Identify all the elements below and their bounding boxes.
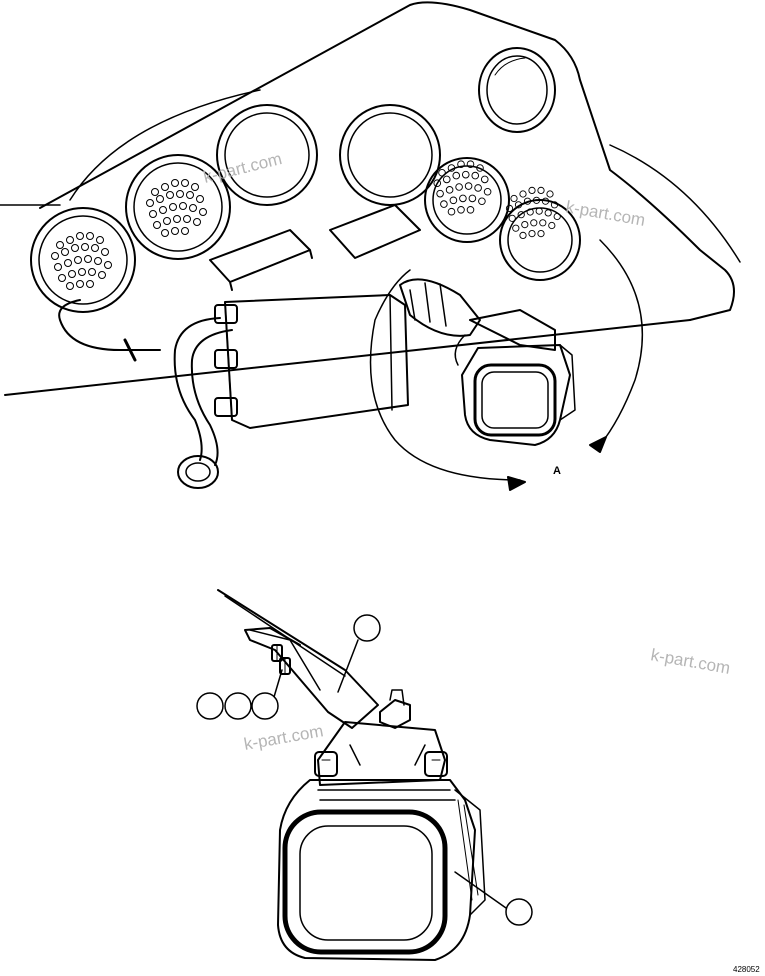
bracket-bolts xyxy=(271,644,291,675)
detail-circle xyxy=(369,239,644,481)
view-label: A xyxy=(553,465,561,477)
drawing-reference: 428052 xyxy=(733,965,760,974)
harness-lower xyxy=(173,317,233,466)
grommet xyxy=(177,455,219,489)
callout-2 xyxy=(196,692,224,720)
watermark-1: k-part.com xyxy=(201,149,284,187)
watermark-3: k-part.com xyxy=(649,645,731,678)
round-lamp-2 xyxy=(125,154,231,260)
work-lamp-small xyxy=(399,278,576,446)
callout-1 xyxy=(353,614,381,642)
round-lamp-1 xyxy=(30,207,136,313)
round-lamp-5 xyxy=(424,157,510,243)
round-lamp-6 xyxy=(499,186,581,281)
round-lamp-4 xyxy=(339,104,441,206)
lamp-lens xyxy=(299,825,433,941)
leader-line-1 xyxy=(337,639,359,693)
callout-3 xyxy=(224,692,252,720)
frame-lower-edge xyxy=(4,319,691,396)
relay-box-2 xyxy=(329,204,421,259)
arrow-down xyxy=(589,436,607,453)
frame-overview: A xyxy=(0,1,741,491)
arrow-right xyxy=(507,476,526,491)
detail-view-a xyxy=(196,589,533,961)
control-unit xyxy=(214,294,409,429)
callout-4 xyxy=(251,692,279,720)
leader-line-2 xyxy=(273,669,283,698)
callout-5 xyxy=(505,898,533,926)
harness-left xyxy=(58,299,161,351)
frame-opening xyxy=(478,47,556,133)
work-lamp xyxy=(277,779,486,961)
lamp-lens-rim xyxy=(282,809,448,955)
round-lamp-3 xyxy=(216,104,318,206)
watermark-4: k-part.com xyxy=(242,721,324,754)
leader-line-5 xyxy=(454,871,507,909)
frame-beam xyxy=(39,1,735,321)
mounting-bracket xyxy=(217,589,379,729)
relay-box-1 xyxy=(209,229,313,291)
